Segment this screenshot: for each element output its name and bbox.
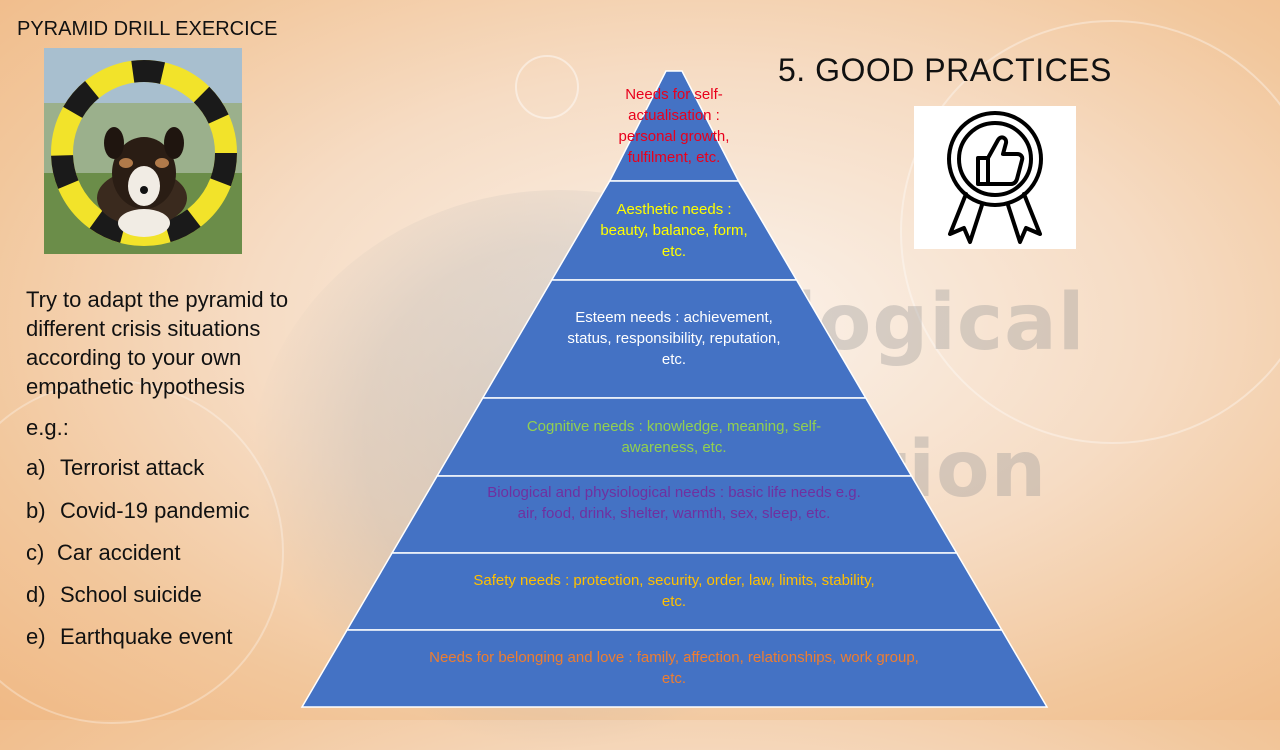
background-ring <box>515 55 579 119</box>
pyramid-tier-label: Aesthetic needs : beauty, balance, form,… <box>600 201 748 260</box>
list-item-text: Covid-19 pandemic <box>60 498 250 523</box>
dog-jumping-illustration <box>44 48 242 254</box>
pyramid-tier-label: Cognitive needs : knowledge, meaning, se… <box>526 418 822 456</box>
badge-box <box>914 106 1076 249</box>
pyramid-tier <box>300 629 1049 708</box>
section-title: 5. GOOD PRACTICES <box>778 52 1112 88</box>
list-item: e) Earthquake event <box>26 624 232 650</box>
dog-photo <box>44 48 242 254</box>
list-item-letter: c) <box>26 540 45 565</box>
list-item-letter: d) <box>26 582 46 607</box>
pyramid-tier-label: Safety needs : protection, security, ord… <box>473 572 875 610</box>
list-item-letter: b) <box>26 498 46 523</box>
pyramid-tier-label: Needs for belonging and love : family, a… <box>429 649 919 687</box>
pyramid-tier-label: Esteem needs : achievement, status, resp… <box>567 309 781 368</box>
list-item-text: Car accident <box>57 540 181 565</box>
drill-title: PYRAMID DRILL EXERCICE <box>17 18 278 40</box>
thumbs-up-award-badge-icon <box>947 111 1043 244</box>
needs-pyramid <box>300 70 1049 708</box>
examples-label: e.g.: <box>26 415 69 440</box>
list-item-letter: a) <box>26 455 46 480</box>
list-item-text: Terrorist attack <box>60 455 205 480</box>
list-item-text: Earthquake event <box>60 624 233 649</box>
list-item: a) Terrorist attack <box>26 455 204 481</box>
instructions-text: Try to adapt the pyramid to different cr… <box>26 287 289 399</box>
pyramid-tier-label: Needs for self-actualisation : personal … <box>618 86 730 166</box>
list-item: c) Car accident <box>26 540 181 566</box>
pyramid-tier-label: Biological and physiological needs : bas… <box>487 484 861 522</box>
list-item-text: School suicide <box>60 582 202 607</box>
list-item: b) Covid-19 pandemic <box>26 498 250 524</box>
list-item-letter: e) <box>26 624 46 649</box>
list-item: d) School suicide <box>26 582 202 608</box>
